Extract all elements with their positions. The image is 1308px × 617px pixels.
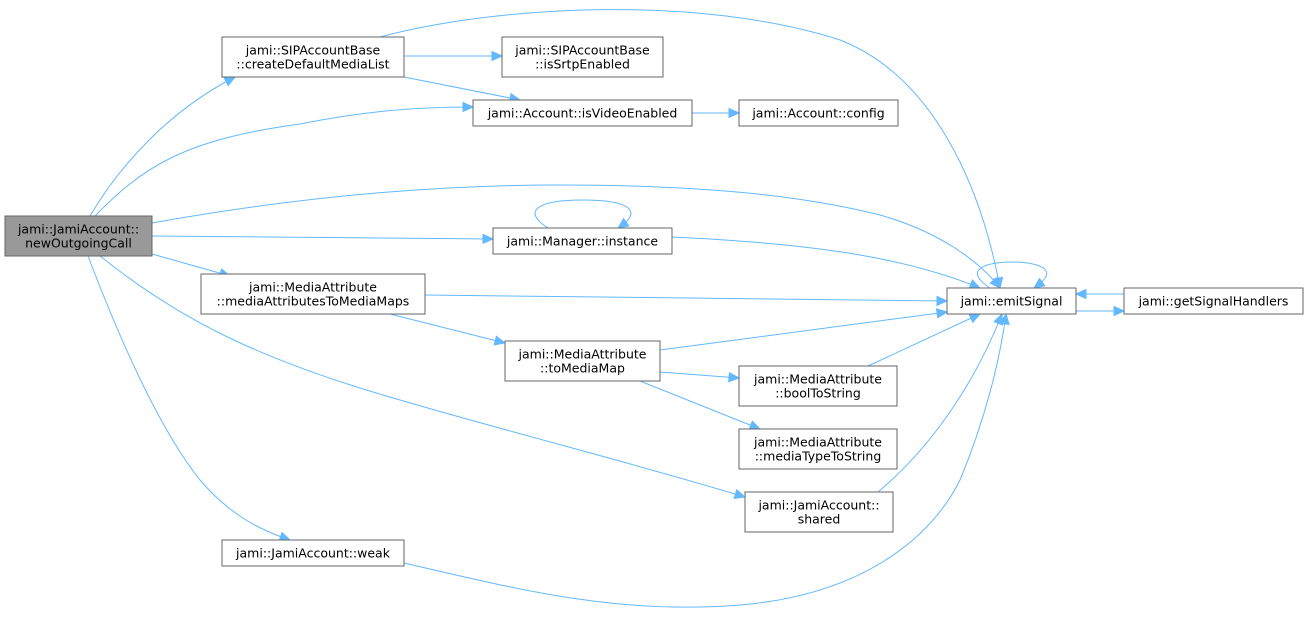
node-label-line: shared — [798, 512, 841, 527]
node-label-line: jami::MediaAttribute — [248, 280, 377, 295]
node-box — [738, 365, 898, 407]
node-config[interactable]: jami::Account::config — [738, 99, 899, 127]
node-weak[interactable]: jami::JamiAccount::weak — [221, 539, 405, 567]
node-label-line: jami::JamiAccount:: — [17, 222, 139, 237]
node-label-line: ::createDefaultMediaList — [236, 57, 389, 72]
edge-booltostring-emitsignal — [867, 313, 981, 367]
edge-weak-emitsignal — [403, 313, 1007, 608]
node-label-line: jami::SIPAccountBase — [514, 43, 650, 58]
edge-weak-emitsignal-arrowhead — [999, 312, 1010, 326]
node-label-line: ::isSrtpEnabled — [535, 57, 630, 72]
node-box — [504, 340, 661, 382]
node-label-line: jami::MediaAttribute — [753, 435, 882, 450]
node-get-signal-handlers[interactable]: jami::getSignalHandlers — [1123, 287, 1304, 315]
node-box — [4, 215, 153, 257]
edge-tomediamap-mediatypetostring — [639, 380, 761, 430]
edge-call-emitsignal-top — [151, 184, 1001, 289]
edge-call-mediamaps — [151, 253, 231, 277]
edge-call-instance-arrowhead — [482, 233, 495, 245]
node-media-type-to-string[interactable]: jami::MediaAttribute::mediaTypeToString — [738, 428, 898, 470]
edge-call-createdefaultmedialist — [89, 76, 236, 217]
node-to-media-map[interactable]: jami::MediaAttribute::toMediaMap — [504, 340, 661, 382]
node-label-line: newOutgoingCall — [25, 236, 132, 251]
edge-mediamaps-emitsignal-arrowhead — [936, 295, 949, 307]
edge-cdml-emitsignal-arrowhead — [992, 276, 1004, 290]
edge-instance-self-arrowhead — [617, 217, 630, 229]
edge-emitsignal-self-arrowhead — [1033, 277, 1046, 289]
edge-emitsignal-self — [976, 261, 1048, 289]
node-shared[interactable]: jami::JamiAccount::shared — [744, 491, 894, 533]
node-label-line: jami::SIPAccountBase — [245, 43, 381, 58]
node-bool-to-string[interactable]: jami::MediaAttribute::boolToString — [738, 365, 898, 407]
edge-tomediamap-mediatypetostring-arrowhead — [748, 420, 762, 430]
edge-instance-emitsignal — [671, 236, 981, 289]
edge-cdml-srtp-arrowhead — [491, 50, 504, 62]
node-box — [1123, 287, 1304, 315]
node-label-line: jami::Account::config — [751, 106, 884, 121]
node-label-line: jami::Manager::instance — [506, 234, 658, 249]
edge-emitsignal-gethandlers-arrowhead — [1113, 305, 1126, 317]
node-label-line: ::toMediaMap — [540, 361, 625, 376]
edge-isvideo-config-arrowhead — [728, 107, 741, 119]
node-label-line: jami::MediaAttribute — [518, 347, 647, 362]
node-box — [492, 227, 673, 255]
node-box — [221, 36, 405, 78]
edge-cdml-emitsignal — [379, 9, 1001, 289]
node-box — [738, 428, 898, 470]
node-is-srtp-enabled[interactable]: jami::SIPAccountBase::isSrtpEnabled — [501, 36, 664, 78]
node-label-line: jami::Account::isVideoEnabled — [487, 106, 678, 121]
edge-tomediamap-booltostring-arrowhead — [728, 371, 741, 383]
edge-instance-emitsignal-arrowhead — [968, 279, 982, 289]
node-label-line: ::mediaAttributesToMediaMaps — [217, 294, 410, 309]
call-nodes: jami::JamiAccount::newOutgoingCalljami::… — [4, 36, 1304, 567]
node-box — [946, 287, 1077, 315]
edge-call-instance — [151, 235, 494, 240]
node-box — [501, 36, 664, 78]
node-label-line: jami::emitSignal — [960, 294, 1063, 309]
edge-call-shared — [99, 255, 746, 498]
edge-instance-self — [534, 199, 632, 229]
node-label-line: ::boolToString — [775, 386, 861, 401]
node-emit-signal[interactable]: jami::emitSignal — [946, 287, 1077, 315]
edge-shared-emitsignal — [877, 313, 1003, 493]
node-create-default-media-list[interactable]: jami::SIPAccountBase::createDefaultMedia… — [221, 36, 405, 78]
node-box — [744, 491, 894, 533]
node-media-attributes-to-media-maps[interactable]: jami::MediaAttribute::mediaAttributesToM… — [200, 273, 426, 315]
node-label-line: jami::JamiAccount::weak — [235, 546, 391, 561]
edge-call-isvideoenabled-arrowhead — [462, 101, 475, 113]
edge-tomediamap-booltostring — [659, 371, 740, 379]
edge-call-shared-arrowhead — [733, 488, 747, 499]
edge-tomediamap-emitsignal — [659, 311, 948, 351]
node-label-line: ::mediaTypeToString — [755, 449, 882, 464]
call-edges — [87, 9, 1126, 608]
node-label-line: jami::JamiAccount:: — [757, 498, 879, 513]
edge-tomediamap-emitsignal-arrowhead — [935, 308, 949, 319]
edge-call-weak — [87, 255, 291, 541]
edge-mediamaps-tomediamap — [389, 313, 506, 344]
edge-gethandlers-emitsignal-arrowhead — [1074, 288, 1087, 300]
node-new-outgoing-call[interactable]: jami::JamiAccount::newOutgoingCall — [4, 215, 153, 257]
edge-call-isvideoenabled — [94, 106, 474, 217]
node-box — [472, 99, 693, 127]
node-label-line: jami::MediaAttribute — [753, 372, 882, 387]
edge-cdml-isvideo — [403, 76, 521, 101]
edge-booltostring-emitsignal-arrowhead — [968, 313, 982, 324]
node-instance[interactable]: jami::Manager::instance — [492, 227, 673, 255]
node-is-video-enabled[interactable]: jami::Account::isVideoEnabled — [472, 99, 693, 127]
node-box — [200, 273, 426, 315]
edge-mediamaps-emitsignal — [424, 294, 948, 302]
node-label-line: jami::getSignalHandlers — [1138, 294, 1289, 309]
edge-call-createdefaultmedialist-arrowhead — [223, 76, 237, 87]
node-box — [738, 99, 899, 127]
node-box — [221, 539, 405, 567]
edge-mediamaps-tomediamap-arrowhead — [493, 335, 507, 346]
